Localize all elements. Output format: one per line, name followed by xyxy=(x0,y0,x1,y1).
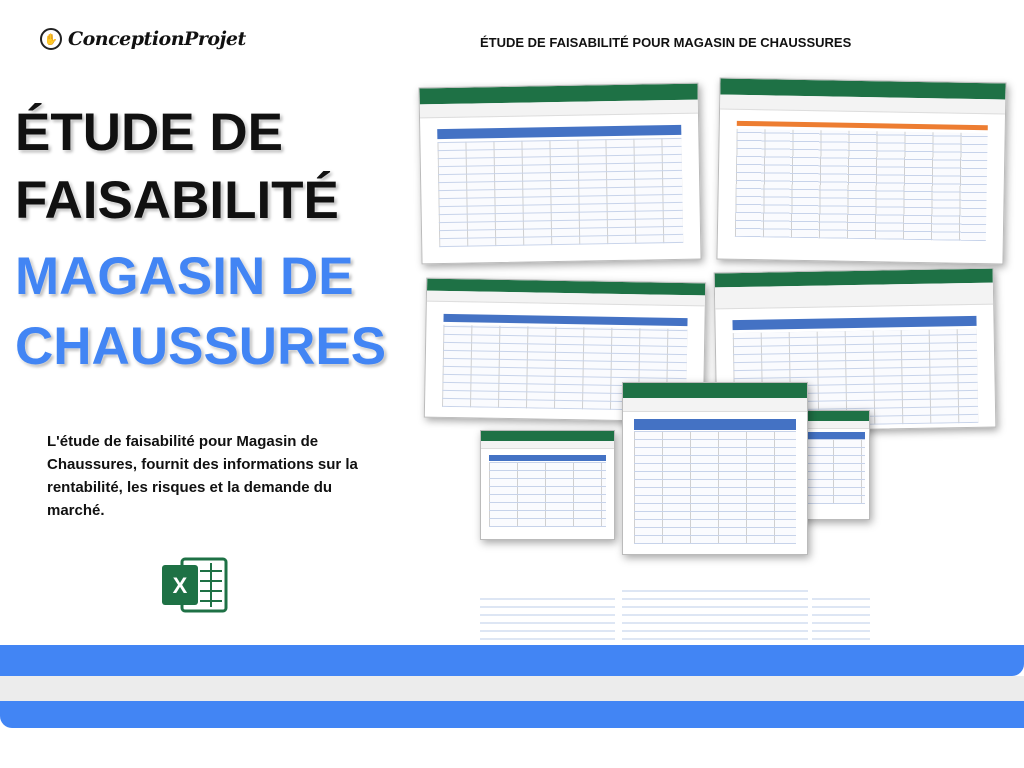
excel-icon: X xyxy=(162,557,228,613)
brand-logo: ✋ ConceptionProjet xyxy=(40,28,246,50)
hero-title-line-4: CHAUSSURES xyxy=(15,317,387,376)
spreadsheet-screenshot-6 xyxy=(622,382,808,555)
hero-title-line-1: ÉTUDE DE xyxy=(15,103,283,162)
spreadsheet-screenshot-5 xyxy=(480,430,615,540)
description: L'étude de faisabilité pour Magasin de C… xyxy=(47,433,358,519)
screenshot-reflection xyxy=(622,585,808,640)
brand-name: ConceptionProjet xyxy=(68,28,246,50)
spreadsheet-screenshot-1 xyxy=(418,82,702,265)
decorative-band-gray xyxy=(0,676,1024,701)
hero-title-line-3: MAGASIN DE xyxy=(15,247,354,306)
svg-text:X: X xyxy=(173,573,188,598)
hero-title-line-2: FAISABILITÉ xyxy=(15,171,339,230)
decorative-band-blue xyxy=(0,645,1024,676)
decorative-band-blue xyxy=(0,701,1024,728)
hand-icon: ✋ xyxy=(40,28,62,50)
page-header-title: ÉTUDE DE FAISABILITÉ POUR MAGASIN DE CHA… xyxy=(480,35,852,50)
spreadsheet-screenshot-7 xyxy=(800,410,870,520)
screenshot-reflection xyxy=(812,595,870,640)
screenshot-reflection xyxy=(480,595,615,640)
spreadsheet-screenshot-2 xyxy=(716,77,1007,265)
